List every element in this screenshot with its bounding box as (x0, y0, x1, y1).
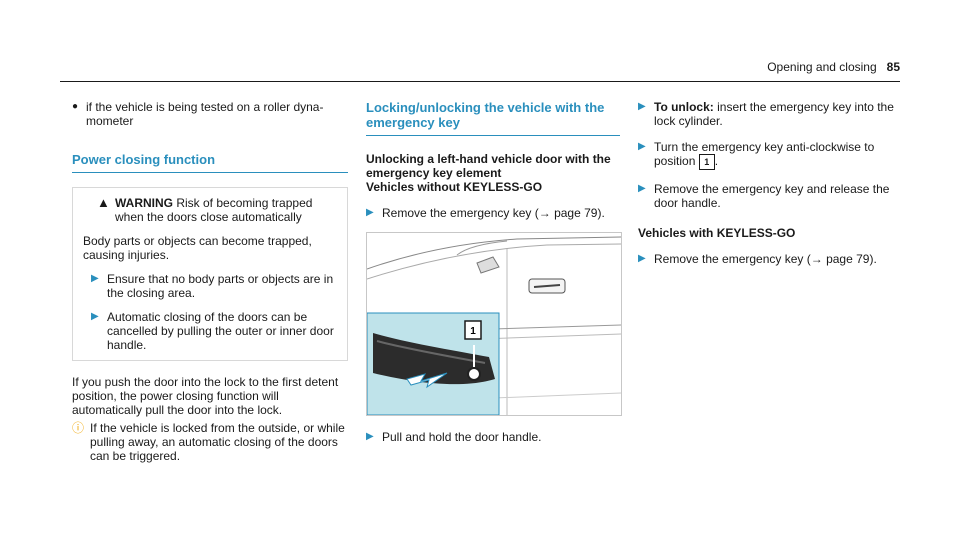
section-rule (72, 172, 348, 173)
warning-step: ▶ Automatic closing of the doors can be … (83, 310, 337, 352)
info-note-icon: ⓘ (72, 421, 85, 435)
door-handle-illustration: 1 (366, 232, 622, 416)
arrow-right-icon: ▶ (638, 101, 646, 112)
arrow-right-icon: ▶ (366, 431, 374, 442)
column-1: ● if the vehicle is being tested on a ro… (72, 100, 348, 463)
bullet-icon: ● (72, 101, 79, 112)
sub-heading-2: Vehicles without KEYLESS-GO (366, 180, 543, 194)
note-text: If the vehicle is locked from the outsid… (90, 421, 345, 463)
header-title: Opening and closing (767, 60, 877, 74)
warning-body: Body parts or objects can become trapped… (83, 234, 312, 262)
arrow-right-icon: ▶ (91, 273, 99, 284)
section-rule (366, 135, 620, 136)
arrow-right-icon: ▶ (638, 253, 646, 264)
step-text: Pull and hold the door handle. (382, 430, 542, 444)
header-rule (60, 81, 900, 82)
section-title-emergency-key: Locking/unlocking the vehicle with the e… (366, 100, 605, 130)
arrow-right-icon: ▶ (638, 183, 646, 194)
warning-title-text: Risk of becoming trapped when the doors … (115, 196, 313, 224)
sub-heading: Vehicles with KEYLESS-GO (638, 226, 796, 240)
page-number: 85 (886, 60, 900, 74)
warning-header: ▲ WARNING Risk of becoming trapped when … (83, 195, 337, 225)
arrow-right-icon: ▶ (366, 207, 374, 218)
step-text: insert the emergency key into the lock c… (654, 100, 894, 128)
warning-box: ▲ WARNING Risk of becoming trapped when … (72, 187, 348, 361)
warning-title: WARNING (115, 196, 173, 210)
sub-heading: Unlocking a left-hand vehicle door with … (366, 152, 611, 180)
car-door-illustration: 1 (367, 236, 621, 415)
bullet-text: if the vehicle is being tested on a roll… (86, 100, 324, 128)
list-item: ● if the vehicle is being tested on a ro… (72, 100, 348, 128)
step-text: Remove the emergency key (→ page 79). (654, 252, 877, 266)
arrow-right-icon: ▶ (638, 141, 646, 152)
column-3: ▶ To unlock: insert the emergency key in… (638, 100, 900, 266)
warning-triangle-icon: ▲ (97, 195, 110, 210)
warning-step-text: Ensure that no body parts or objects are… (107, 272, 334, 300)
callout-1: 1 (470, 326, 476, 337)
instruction-step: ▶ Remove the emergency key (→ page 79). (638, 252, 900, 266)
column-2: Locking/unlocking the vehicle with the e… (366, 100, 622, 444)
note: ⓘ If the vehicle is locked from the outs… (72, 421, 348, 463)
instruction-step: ▶ Turn the emergency key anti-clockwise … (638, 140, 875, 170)
step-text: Remove the emergency key and release the… (654, 182, 890, 210)
instruction-step: ▶ Remove the emergency key and release t… (638, 182, 900, 210)
position-callout: 1 (698, 154, 715, 170)
step-text: Turn the emergency key anti-clockwise to… (654, 140, 875, 169)
section-heading: Power closing function (72, 152, 348, 173)
step-text: Remove the emergency key (→ page 79). (382, 206, 605, 220)
instruction-step: ▶ Pull and hold the door handle. (366, 430, 620, 444)
instruction-step: ▶ To unlock: insert the emergency key in… (638, 100, 900, 128)
instruction-step: ▶ Remove the emergency key (→ page 79). (366, 206, 620, 220)
step-label: To unlock: (654, 100, 714, 114)
paragraph: If you push the door into the lock to th… (72, 375, 339, 417)
warning-step: ▶ Ensure that no body parts or objects a… (83, 272, 337, 300)
page-header: Opening and closing 85 (767, 60, 900, 74)
warning-step-text: Automatic closing of the doors can be ca… (107, 310, 334, 352)
section-title-power-closing: Power closing function (72, 152, 216, 167)
arrow-right-icon: ▶ (91, 311, 99, 322)
